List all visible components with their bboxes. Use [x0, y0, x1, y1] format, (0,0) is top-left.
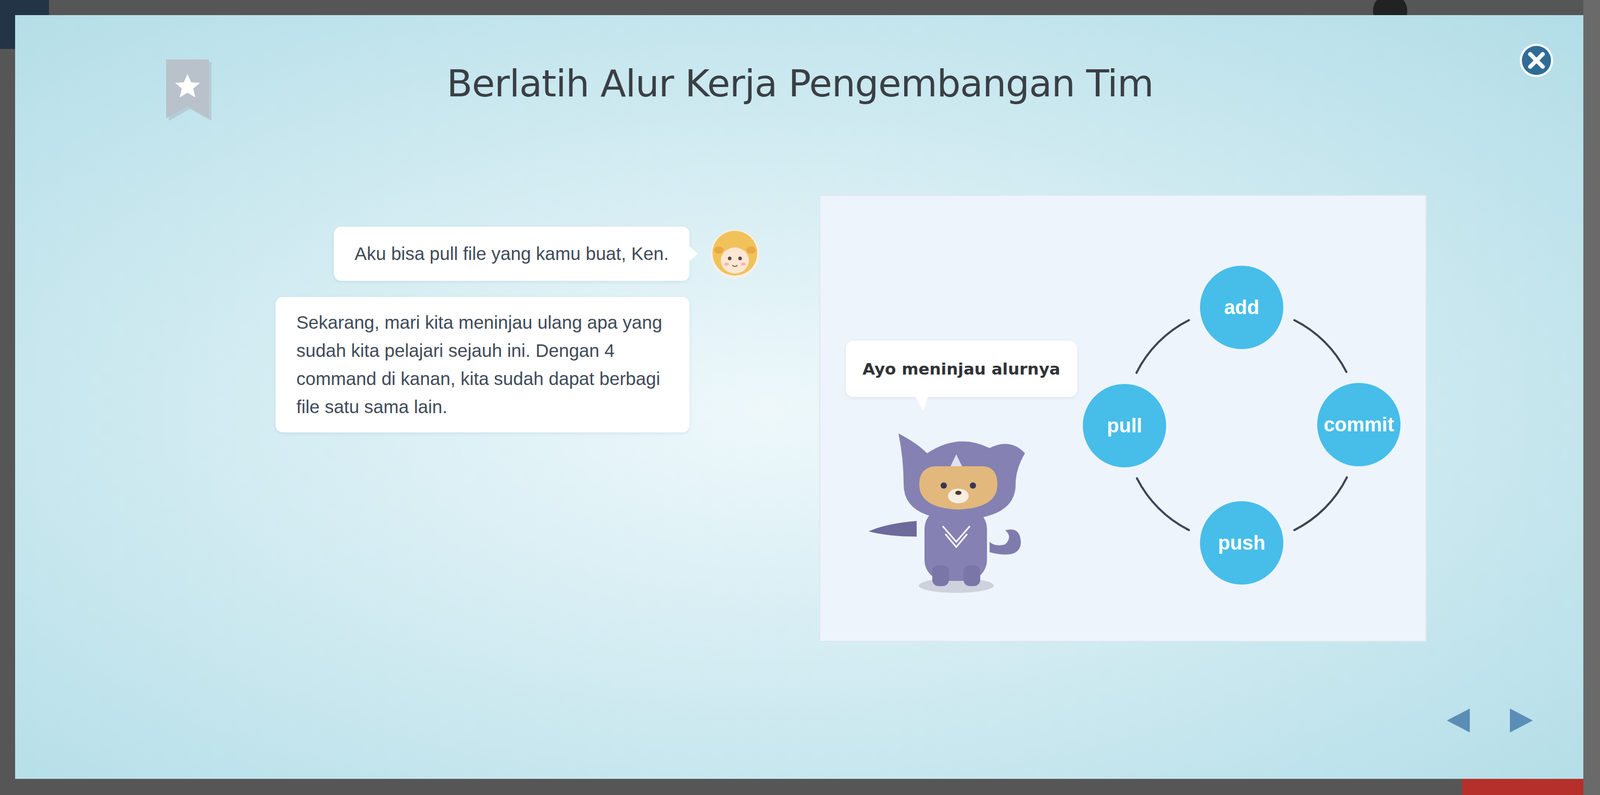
sheep-avatar: [710, 229, 760, 279]
slide-title: Berlatih Alur Kerja Pengembangan Tim: [0, 61, 1600, 106]
step-circle: add: [1200, 265, 1284, 349]
cat-speech-bubble: Ayo meninjau alurnya: [845, 340, 1078, 397]
bubble-text: Sekarang, mari kita meninjau ulang apa y…: [296, 308, 669, 421]
bubble-tail: [915, 396, 929, 411]
step-circle: commit: [1317, 382, 1401, 467]
step-label: commit: [1323, 413, 1394, 436]
bubble-text: Aku bisa pull file yang kamu buat, Ken.: [354, 239, 669, 268]
close-button: [1519, 43, 1554, 78]
bookmark-icon: [166, 59, 212, 121]
bubble-text: Ayo meninjau alurnya: [862, 354, 1061, 383]
scrollbar: [1583, 0, 1600, 795]
step-circle: pull: [1082, 383, 1167, 468]
help-button: [1461, 778, 1584, 795]
cycle-connector: [1294, 477, 1347, 530]
prev-arrow: [1446, 708, 1470, 733]
speech-bubble: Aku bisa pull file yang kamu buat, Ken.: [333, 226, 690, 281]
speech-bubble: Sekarang, mari kita meninjau ulang apa y…: [275, 296, 690, 433]
next-arrow: [1509, 708, 1533, 733]
ninja-cat: [868, 433, 1025, 593]
cycle-connector: [1136, 320, 1190, 373]
bubble-tail: [689, 246, 698, 261]
cycle-connector: [1136, 478, 1190, 530]
step-label: pull: [1106, 414, 1143, 437]
cycle-connector: [1294, 320, 1347, 372]
step-label: push: [1218, 531, 1266, 555]
step-label: add: [1223, 296, 1260, 319]
step-circle: push: [1200, 501, 1284, 585]
title-text: Berlatih Alur Kerja Pengembangan Tim: [446, 61, 1154, 106]
